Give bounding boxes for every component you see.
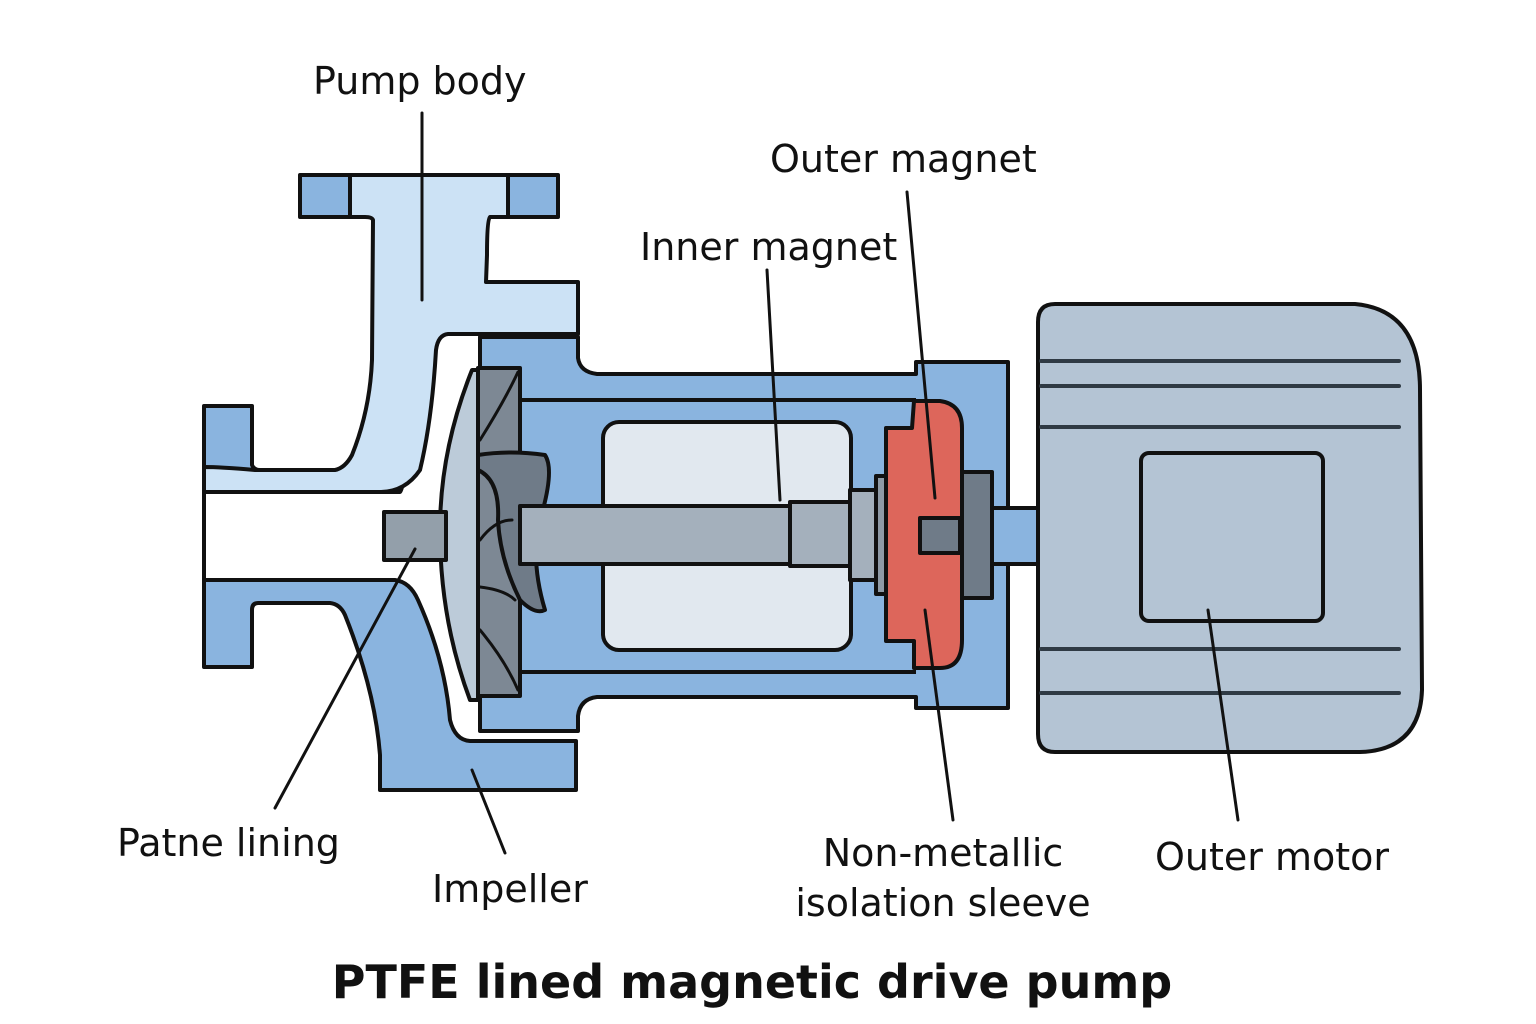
inlet-throat — [206, 494, 406, 578]
impeller-vane-curve-1 — [478, 370, 520, 442]
flange-ear-right — [506, 173, 560, 219]
label-inner-magnet: Inner magnet — [640, 225, 897, 269]
drive-coupling — [960, 470, 994, 600]
impeller-vane-1 — [476, 450, 551, 614]
shaft — [518, 504, 794, 566]
leader-patne-lining — [273, 547, 417, 810]
leader-inner-magnet — [765, 268, 782, 502]
impeller-vane-curve-2 — [478, 518, 514, 542]
label-outer-motor: Outer motor — [1155, 835, 1389, 879]
leader-outer-magnet — [905, 190, 937, 500]
flange-ear-left — [298, 173, 352, 219]
motor-panel — [1139, 451, 1325, 623]
label-isolation-sleeve-2: isolation sleeve — [795, 881, 1090, 925]
label-patne-lining: Patne lining — [117, 821, 340, 865]
leader-outer-motor — [1206, 608, 1240, 822]
lower-casing — [202, 578, 578, 792]
shaft-collar — [848, 488, 880, 582]
magnet-key — [918, 516, 962, 555]
label-isolation-sleeve-1: Non-metallic — [823, 831, 1064, 875]
leader-isolation-sleeve — [923, 608, 955, 822]
pump-body-shape — [202, 173, 580, 494]
shaft-sleeve — [788, 500, 852, 568]
impeller-vane-curve-3 — [478, 585, 517, 602]
label-outer-magnet: Outer magnet — [770, 137, 1037, 181]
label-impeller: Impeller — [432, 867, 588, 911]
label-pump-body: Pump body — [313, 59, 527, 103]
lining-stub — [382, 510, 448, 562]
motor-shaft — [990, 506, 1042, 566]
diagram-title: PTFE lined magnetic drive pump — [332, 955, 1172, 1009]
leader-impeller — [470, 768, 507, 855]
impeller-vane-curve-4 — [478, 628, 520, 692]
